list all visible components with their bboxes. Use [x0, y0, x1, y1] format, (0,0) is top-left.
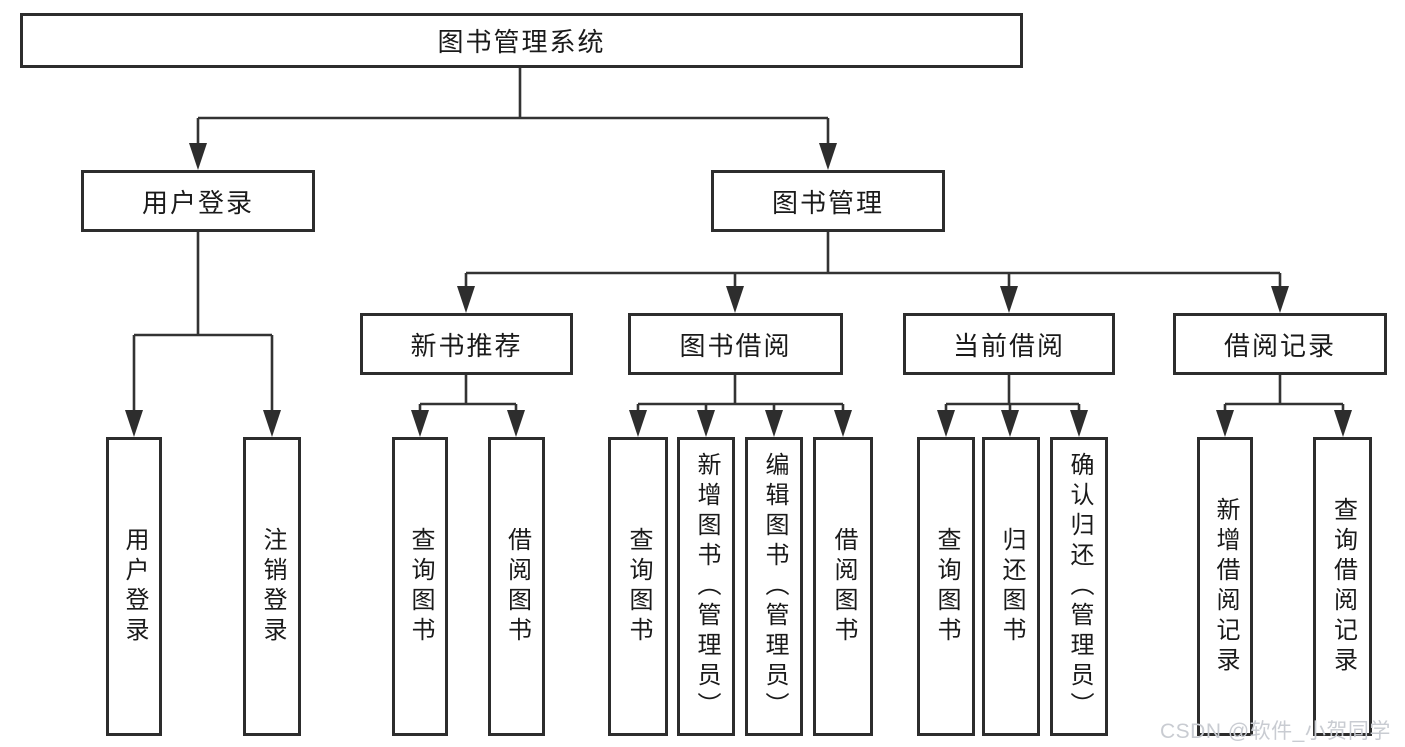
connector-current-borrow-to-leaves: [937, 375, 1088, 437]
node-new-book-recommend: 新书推荐: [360, 313, 573, 375]
node-book-borrow-label: 图书借阅: [679, 330, 792, 361]
node-book-borrow: 图书借阅: [628, 313, 843, 375]
arrowhead: [834, 410, 852, 437]
connector-borrow-records-to-leaves: [1216, 375, 1352, 437]
arrowhead: [1000, 286, 1018, 313]
node-book-management: 图书管理: [711, 170, 945, 232]
connector-line: [636, 375, 845, 429]
connector-new-book-to-leaves: [411, 375, 525, 437]
arrowhead: [457, 286, 475, 313]
arrowhead: [1271, 286, 1289, 313]
leaf-add-borrow-record: 新增借阅记录: [1197, 437, 1253, 736]
arrowhead: [937, 410, 955, 437]
node-user-login-label: 用户登录: [141, 187, 254, 218]
arrowhead: [263, 410, 281, 437]
leaf-query-books-borrow: 查询图书: [608, 437, 668, 736]
leaf-borrow-books: 借阅图书: [813, 437, 873, 736]
node-new-book-recommend-label: 新书推荐: [410, 330, 523, 361]
arrowhead: [1216, 410, 1234, 437]
connector-book-management-to-sections: [457, 232, 1289, 313]
leaf-edit-book-admin: 编辑图书（管理员）: [745, 437, 803, 736]
leaf-borrow-books-label: 借阅图书: [830, 526, 857, 647]
leaf-borrow-books-recommend: 借阅图书: [488, 437, 545, 736]
arrowhead: [697, 410, 715, 437]
node-borrow-records: 借阅记录: [1173, 313, 1387, 375]
leaf-return-book: 归还图书: [982, 437, 1040, 736]
leaf-query-books-current-label: 查询图书: [933, 526, 960, 647]
node-user-login: 用户登录: [81, 170, 315, 232]
arrowhead: [411, 410, 429, 437]
arrowhead: [125, 410, 143, 437]
arrowhead: [189, 143, 207, 170]
leaf-query-books-recommend: 查询图书: [392, 437, 448, 736]
arrowhead: [765, 410, 783, 437]
leaf-edit-book-admin-label: 编辑图书（管理员）: [761, 451, 788, 722]
node-current-borrow: 当前借阅: [903, 313, 1115, 375]
arrowhead: [507, 410, 525, 437]
connector-line: [464, 232, 1282, 305]
node-current-borrow-label: 当前借阅: [952, 330, 1065, 361]
leaf-query-books-borrow-label: 查询图书: [625, 526, 652, 647]
leaf-borrow-books-recommend-label: 借阅图书: [503, 526, 531, 647]
leaf-add-book-admin-label: 新增图书（管理员）: [693, 451, 720, 722]
leaf-user-login: 用户登录: [106, 437, 162, 736]
arrowhead: [1334, 410, 1352, 437]
connector-root-to-level2: [189, 68, 837, 170]
node-borrow-records-label: 借阅记录: [1223, 330, 1336, 361]
connector-line: [1223, 375, 1345, 429]
leaf-confirm-return-admin-label: 确认归还（管理员）: [1066, 451, 1093, 722]
connector-line: [944, 375, 1081, 429]
leaf-logout-label: 注销登录: [259, 526, 286, 647]
leaf-query-borrow-record-label: 查询借阅记录: [1329, 496, 1357, 677]
connector-line: [418, 375, 518, 429]
connector-line: [132, 232, 274, 429]
connector-book-borrow-to-leaves: [629, 375, 852, 437]
leaf-add-book-admin: 新增图书（管理员）: [677, 437, 735, 736]
leaf-add-borrow-record-label: 新增借阅记录: [1212, 496, 1239, 677]
node-book-management-label: 图书管理: [771, 187, 884, 218]
leaf-confirm-return-admin: 确认归还（管理员）: [1050, 437, 1108, 736]
node-root: 图书管理系统: [20, 13, 1023, 68]
leaf-user-login-label: 用户登录: [121, 526, 148, 647]
connector-line: [196, 68, 830, 162]
arrowhead: [1001, 410, 1019, 437]
arrowhead: [629, 410, 647, 437]
leaf-return-book-label: 归还图书: [998, 526, 1025, 647]
connector-user-login-to-leaves: [125, 232, 281, 437]
leaf-logout: 注销登录: [243, 437, 301, 736]
arrowhead: [819, 143, 837, 170]
arrowhead: [726, 286, 744, 313]
leaf-query-borrow-record: 查询借阅记录: [1313, 437, 1372, 736]
arrowhead: [1070, 410, 1088, 437]
leaf-query-books-recommend-label: 查询图书: [407, 526, 434, 647]
csdn-watermark: CSDN @软件_小贺同学: [1160, 720, 1391, 743]
leaf-query-books-current: 查询图书: [917, 437, 975, 736]
node-root-label: 图书管理系统: [437, 27, 606, 57]
